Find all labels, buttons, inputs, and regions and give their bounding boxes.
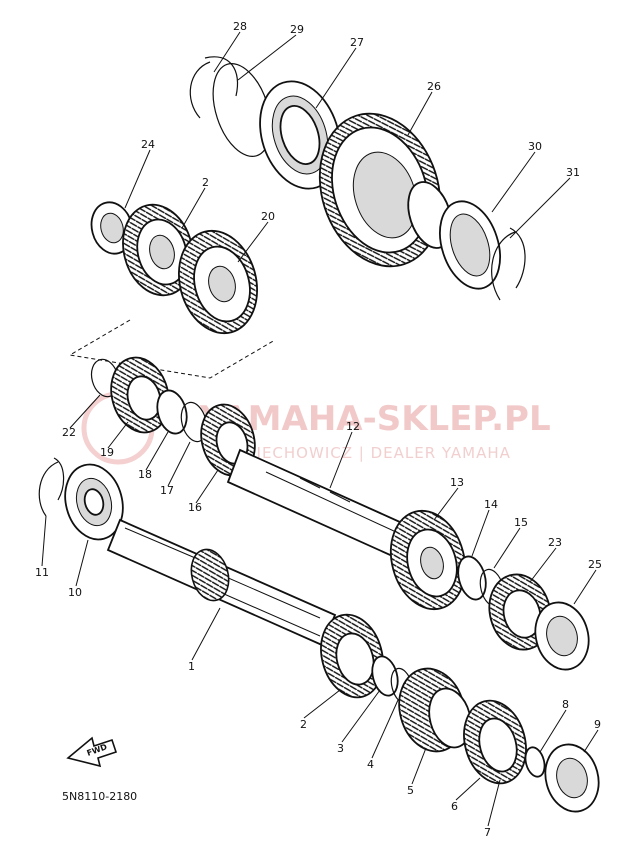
gear-13 <box>389 509 467 611</box>
main-axle-group <box>90 356 590 671</box>
callout-15: 15 <box>514 516 528 529</box>
bearing-10 <box>64 463 124 541</box>
washer-14 <box>457 555 487 601</box>
callout-29: 29 <box>290 23 304 36</box>
bearing-25 <box>534 601 590 671</box>
gear-26 <box>318 112 456 268</box>
leader-lines <box>41 31 599 827</box>
callout-18: 18 <box>138 468 152 481</box>
callouts: 28 29 27 26 30 31 24 2 20 22 19 18 17 16… <box>35 20 602 839</box>
watermark-brand: YAMAHA-SKLEP.PL <box>199 399 551 439</box>
callout-5: 5 <box>407 784 414 797</box>
callout-2-upper: 2 <box>202 176 209 189</box>
callout-19: 19 <box>100 446 114 459</box>
callout-6: 6 <box>451 800 458 813</box>
callout-14: 14 <box>484 498 498 511</box>
reference-dash-outline <box>68 319 276 379</box>
gear-19 <box>110 356 170 434</box>
drive-axle-group <box>38 457 600 813</box>
callout-10: 10 <box>68 586 82 599</box>
washer-8 <box>524 746 546 778</box>
callout-2-lower: 2 <box>300 718 307 731</box>
callout-8: 8 <box>562 698 569 711</box>
gear-2-lower <box>320 613 384 699</box>
circlip-11 <box>38 457 65 517</box>
callout-24: 24 <box>141 138 155 151</box>
bearing-30 <box>439 200 501 290</box>
gear-20 <box>178 229 258 335</box>
callout-4: 4 <box>367 758 374 771</box>
gear-6 <box>463 699 527 785</box>
washer-18 <box>156 389 188 435</box>
callout-16: 16 <box>188 501 202 514</box>
upper-gear-group <box>189 56 526 301</box>
gear-2-upper <box>122 203 194 297</box>
callout-26: 26 <box>427 80 441 93</box>
bearing-27 <box>259 80 341 190</box>
callout-23: 23 <box>548 536 562 549</box>
callout-25: 25 <box>588 558 602 571</box>
left-gear-group <box>68 201 276 379</box>
watermark: YAMAHA-SKLEP.PL SIECHOWICZ | DEALER YAMA… <box>81 391 551 465</box>
circlip-31 <box>491 227 526 301</box>
circlip-28 <box>189 56 238 119</box>
callout-11: 11 <box>35 566 49 579</box>
callout-13: 13 <box>450 476 464 489</box>
callout-12: 12 <box>346 420 360 433</box>
gear-on-drive-axle <box>190 548 230 602</box>
bearing-9 <box>544 743 600 813</box>
callout-1: 1 <box>188 660 195 673</box>
callout-31: 31 <box>566 166 580 179</box>
drawing-code: 5N8110-2180 <box>62 790 137 803</box>
callout-30: 30 <box>528 140 542 153</box>
gear-5 <box>398 667 472 753</box>
callout-27: 27 <box>350 36 364 49</box>
watermark-tagline: SIECHOWICZ | DEALER YAMAHA <box>246 444 511 462</box>
callout-17: 17 <box>160 484 174 497</box>
fwd-arrow-icon: FWD <box>66 736 118 768</box>
callout-7: 7 <box>484 826 491 839</box>
callout-9: 9 <box>594 718 601 731</box>
callout-22: 22 <box>62 426 76 439</box>
callout-28: 28 <box>233 20 247 33</box>
callout-20: 20 <box>261 210 275 223</box>
callout-3: 3 <box>337 742 344 755</box>
